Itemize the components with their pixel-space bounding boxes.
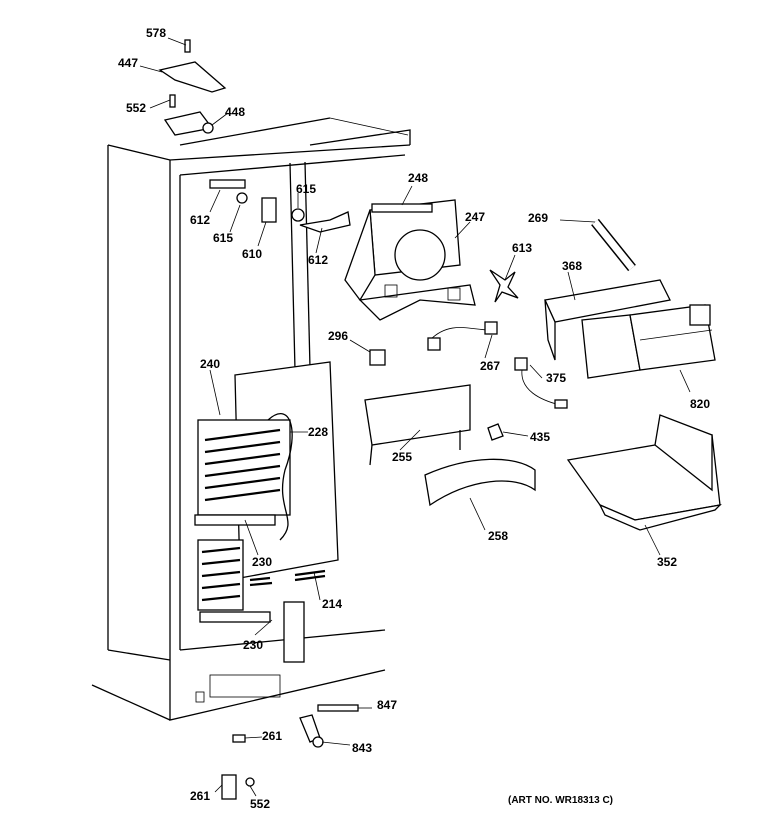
connector (514, 357, 568, 409)
callout-261-lower: 261 (190, 789, 210, 803)
callout-613: 613 (512, 241, 532, 255)
leader-lines (139, 37, 691, 797)
callout-255: 255 (392, 450, 412, 464)
block-part (369, 349, 386, 366)
callout-615-right: 615 (296, 182, 316, 196)
clip-part (487, 423, 504, 441)
callout-843: 843 (352, 741, 372, 755)
callout-552-bottom: 552 (250, 797, 270, 811)
callout-368: 368 (562, 259, 582, 273)
air-duct (424, 458, 536, 507)
ice-maker (544, 279, 716, 379)
callout-578: 578 (146, 26, 166, 40)
callout-352: 352 (657, 555, 677, 569)
fan-housing (344, 199, 476, 321)
callout-230-lower: 230 (243, 638, 263, 652)
callout-296: 296 (328, 329, 348, 343)
callout-247: 247 (465, 210, 485, 224)
callout-labels: 578 447 552 448 615 612 615 610 612 248 … (118, 26, 710, 811)
callout-240: 240 (200, 357, 220, 371)
callout-269: 269 (528, 211, 548, 225)
callout-267: 267 (480, 359, 500, 373)
callout-375: 375 (546, 371, 566, 385)
freezer-cabinet (91, 117, 411, 721)
callout-261-upper: 261 (262, 729, 282, 743)
wiring-harness (427, 321, 498, 351)
fan-blade (489, 269, 519, 303)
bottom-hinge-parts (221, 704, 359, 800)
callout-612-right: 612 (308, 253, 328, 267)
duct-bracket (364, 384, 471, 466)
callout-230-upper: 230 (252, 555, 272, 569)
callout-248: 248 (408, 171, 428, 185)
evaporator-coil (194, 413, 305, 663)
callout-228: 228 (308, 425, 328, 439)
callout-214: 214 (322, 597, 342, 611)
callout-447: 447 (118, 56, 138, 70)
callout-435: 435 (530, 430, 550, 444)
callout-820: 820 (690, 397, 710, 411)
top-hinge (158, 39, 227, 136)
light-assembly (209, 179, 351, 233)
callout-847: 847 (377, 698, 397, 712)
callout-610: 610 (242, 247, 262, 261)
ice-bucket (566, 414, 722, 531)
callout-448: 448 (225, 105, 245, 119)
callout-612-left: 612 (190, 213, 210, 227)
art-number: (ART NO. WR18313 C) (508, 795, 613, 806)
callout-552-top: 552 (126, 101, 146, 115)
fill-tube (591, 218, 636, 272)
callout-615-left: 615 (213, 231, 233, 245)
callout-258: 258 (488, 529, 508, 543)
